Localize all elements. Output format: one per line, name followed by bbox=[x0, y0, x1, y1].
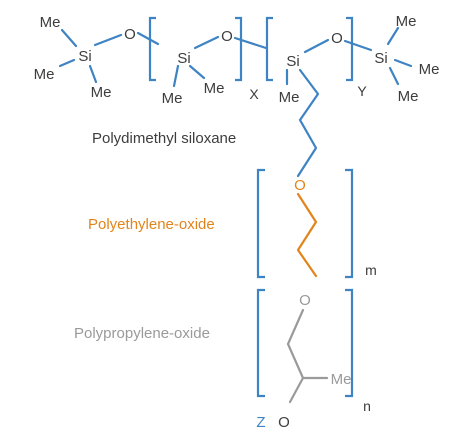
ppo-atoms: O Me O Z bbox=[256, 292, 351, 431]
propyl-linker bbox=[296, 68, 320, 178]
bracket-m-left bbox=[256, 168, 265, 279]
label-polypropylene-oxide: Polypropylene-oxide bbox=[74, 325, 210, 342]
siloxane-bonds bbox=[58, 26, 413, 178]
bond-si4-me7 bbox=[386, 26, 400, 46]
bond-si4-me8 bbox=[393, 58, 413, 68]
label-polydimethyl-siloxane: Polydimethyl siloxane bbox=[92, 130, 236, 147]
bond-me2-si1 bbox=[58, 58, 76, 68]
atom-si-3: Si bbox=[286, 53, 299, 70]
bracket-x-left bbox=[148, 16, 156, 82]
atom-me-1: Me bbox=[40, 14, 61, 31]
subscript-y: Y bbox=[357, 83, 367, 99]
atom-me-7: Me bbox=[396, 13, 417, 30]
atom-o-terminal: O bbox=[278, 414, 290, 431]
atom-me-6: Me bbox=[279, 89, 300, 106]
atom-me-ppo: Me bbox=[331, 371, 352, 388]
siloxane-atoms: Me Si Me Me O Si Me Me O Si Me O Si Me M… bbox=[34, 13, 440, 107]
atom-si-2: Si bbox=[177, 50, 190, 67]
atom-me-4: Me bbox=[162, 90, 183, 107]
bracket-y-left bbox=[265, 16, 273, 82]
atom-o-peo: O bbox=[294, 177, 306, 194]
atom-o-2: O bbox=[221, 28, 233, 45]
siloxane-brackets bbox=[148, 16, 354, 82]
atom-si-4: Si bbox=[374, 50, 387, 67]
bond-si2-o2 bbox=[193, 35, 220, 50]
bond-o2-bracket bbox=[233, 36, 268, 50]
atom-me-5: Me bbox=[204, 80, 225, 97]
atom-me-2: Me bbox=[34, 66, 55, 83]
atom-o-3: O bbox=[331, 30, 343, 47]
peo-atoms: O bbox=[294, 177, 306, 194]
bracket-x-right bbox=[235, 16, 243, 82]
subscript-n: n bbox=[363, 398, 371, 414]
bond-si3-o3 bbox=[303, 38, 330, 54]
subscript-m: m bbox=[365, 262, 377, 278]
repeat-subscripts: X Y m n bbox=[249, 83, 377, 414]
bracket-y-right bbox=[346, 16, 354, 82]
bond-me3-si1 bbox=[88, 64, 98, 84]
atom-me-8: Me bbox=[419, 61, 440, 78]
ppo-chain bbox=[286, 308, 305, 404]
bond-si1-o1 bbox=[93, 33, 123, 47]
peo-chain bbox=[296, 192, 318, 278]
label-polyethylene-oxide: Polyethylene-oxide bbox=[88, 216, 215, 233]
segment-labels: Polydimethyl siloxane Polyethylene-oxide… bbox=[74, 130, 236, 342]
bond-si4-me9 bbox=[388, 66, 400, 86]
bond-o1-bracket bbox=[136, 31, 160, 46]
bond-si2-me5 bbox=[188, 64, 206, 80]
end-group-z: Z bbox=[256, 414, 265, 431]
atom-me-9: Me bbox=[398, 88, 419, 105]
peo-brackets bbox=[256, 168, 354, 279]
bond-si2-me4 bbox=[172, 64, 180, 88]
bracket-n-right bbox=[345, 288, 354, 398]
atom-o-ppo: O bbox=[299, 292, 311, 309]
atom-si-1: Si bbox=[78, 48, 91, 65]
bracket-n-left bbox=[256, 288, 265, 398]
bracket-m-right bbox=[345, 168, 354, 279]
peo-bonds bbox=[296, 192, 318, 278]
bond-o3-si4 bbox=[343, 39, 373, 52]
atom-me-3: Me bbox=[91, 84, 112, 101]
bond-me1-si1 bbox=[60, 28, 78, 48]
atom-o-1: O bbox=[124, 26, 136, 43]
ppo-bonds bbox=[286, 308, 329, 404]
subscript-x: X bbox=[249, 86, 259, 102]
ppo-brackets bbox=[256, 288, 354, 398]
